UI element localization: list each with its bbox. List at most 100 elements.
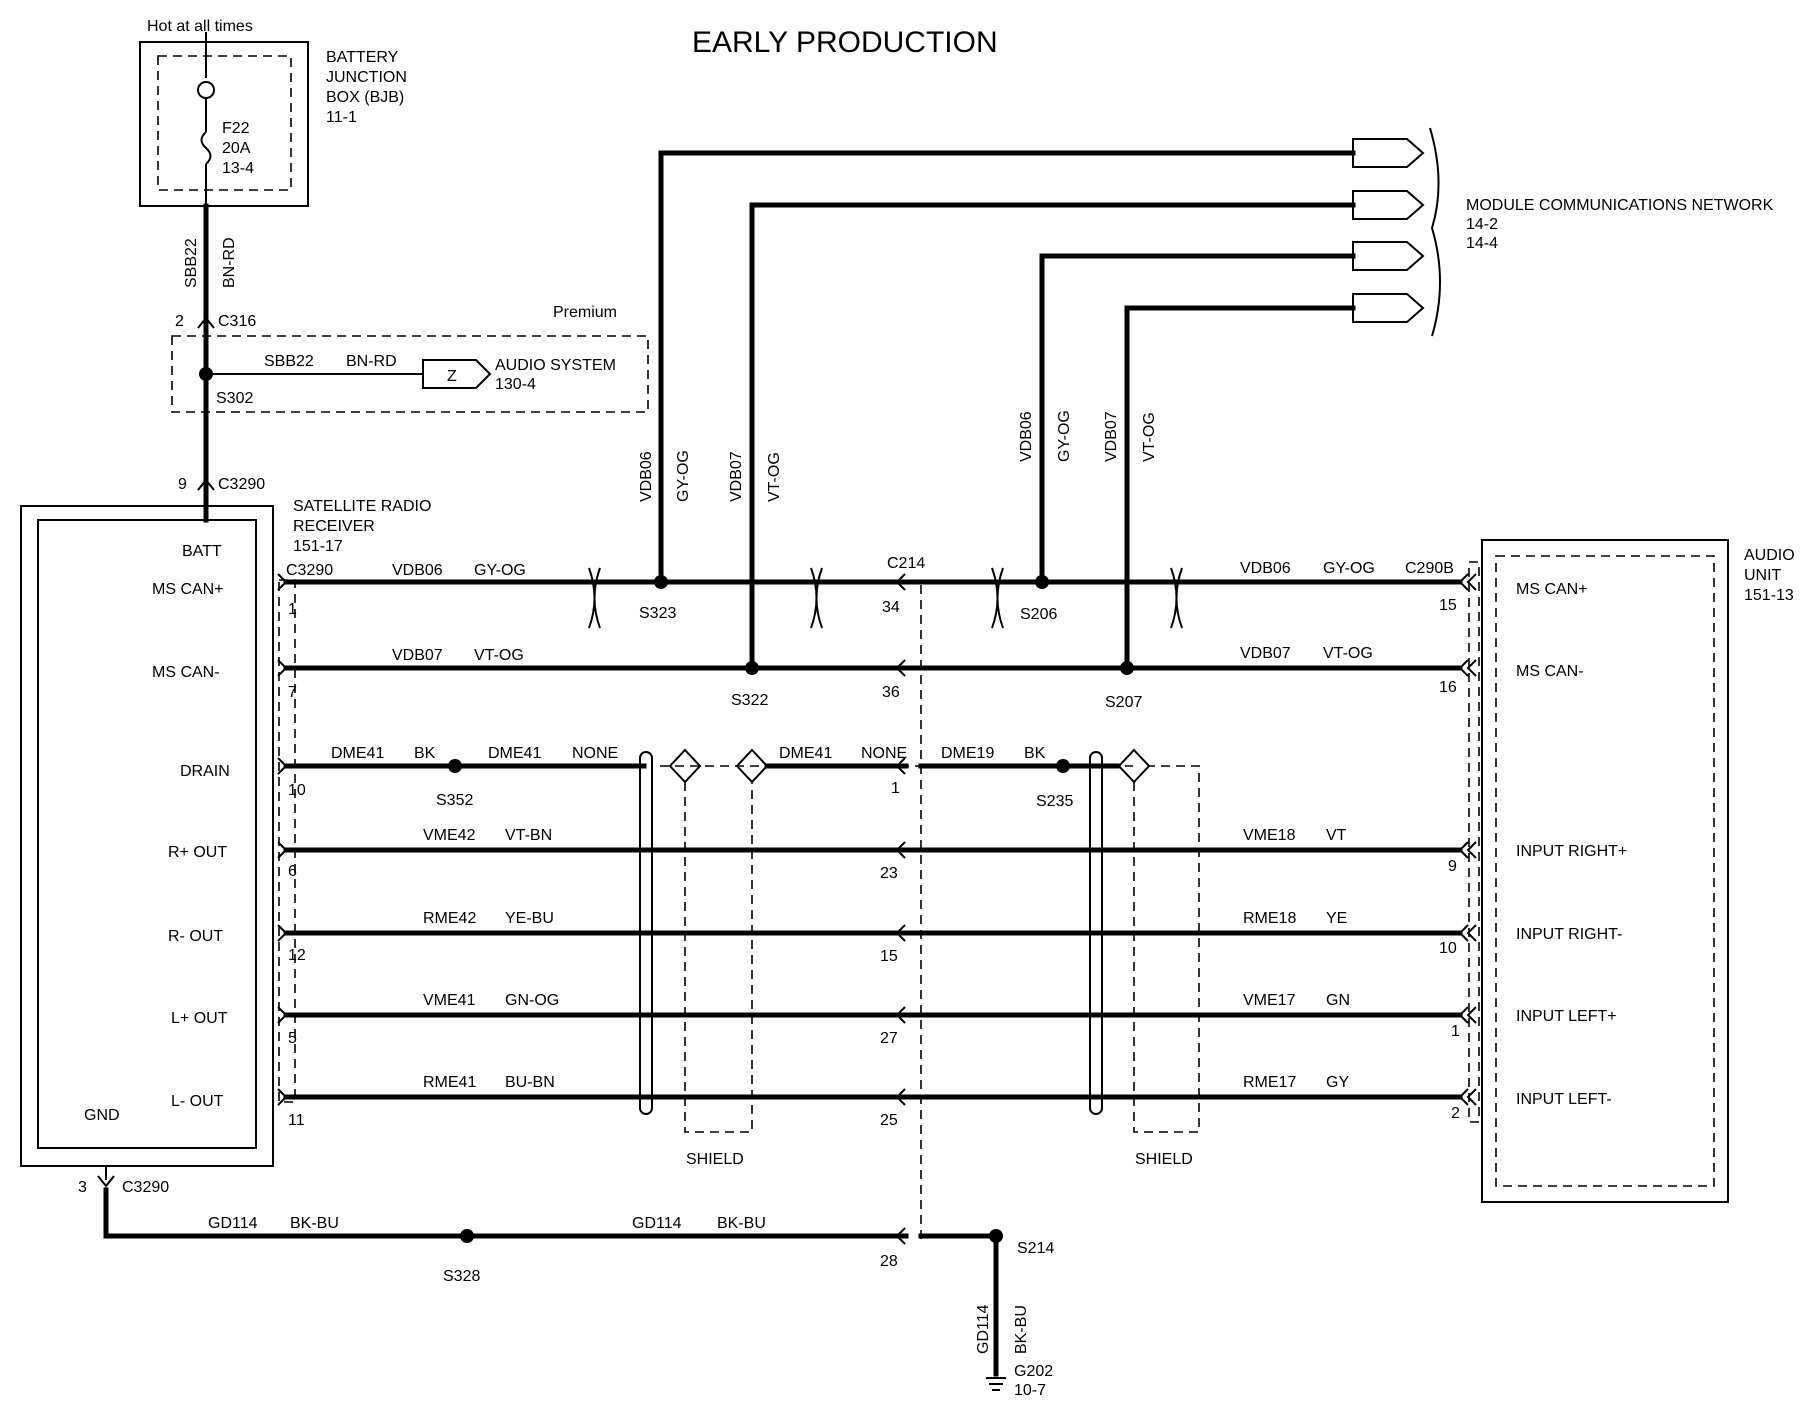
row3-shield-color: NONE [861,745,907,762]
net-vert-3-color: GY-OG [1056,410,1073,462]
g202-label: G202 [1014,1363,1053,1380]
s323-splice [654,575,668,589]
premium-label: Premium [553,304,617,321]
satellite-receiver-inner [37,519,257,1149]
audio-pin-input-right-plus: INPUT RIGHT+ [1516,843,1627,860]
row7-c214-pin: 25 [880,1112,898,1129]
shield-left-box [684,782,753,1133]
premium-branch-color: BN-RD [346,353,397,370]
c3290-gnd-connector-icon [97,1175,115,1188]
ground-wire [103,1187,909,1239]
audio-unit-title-1: AUDIO [1744,547,1795,564]
satellite-receiver-outer [20,505,274,1167]
row3-right-circuit: DME19 [941,745,994,762]
row2-splice-left: S322 [731,692,768,709]
gnd-connector: C3290 [122,1179,169,1196]
c214-arrow [895,924,906,942]
net-connector-1-icon [1352,138,1425,168]
row5-right-circuit: RME18 [1243,910,1296,927]
row5-left-circuit: RME42 [423,910,476,927]
row-mscan-minus: VDB07 VT-OG S322 36 S207 VDB07 VT-OG [277,645,1477,711]
row-mscan-plus: VDB06 GY-OG S323 34 S206 VDB06 GY-OG [277,560,1477,629]
row3-left-circuit: DME41 [331,745,384,762]
row4-c214-pin: 23 [880,865,898,882]
gnd-vert-circuit: GD114 [975,1304,992,1354]
row4-left-color: VT-BN [505,827,552,844]
net-vert-4-circuit: VDB07 [1103,411,1120,462]
gnd-splice-s214: S214 [1017,1240,1054,1257]
satellite-title-2: RECEIVER [293,518,375,535]
row-l-minus: RME41 BU-BN 25 RME17 GY [277,1074,1477,1129]
row6-c214-pin: 27 [880,1030,898,1047]
net-vert-2-circuit: VDB07 [728,451,745,502]
net-connector-4-icon [1352,293,1425,323]
audio-connector-arrow [1458,841,1477,859]
twist-icon [1170,567,1183,629]
fuse-label-3: 13-4 [222,160,254,177]
gnd-pin: 3 [78,1179,87,1196]
audio-pin-input-right-minus: INPUT RIGHT- [1516,926,1622,943]
c316-pin: 2 [175,313,184,330]
row1-splice-right: S206 [1020,606,1057,623]
gnd-vert-color: BK-BU [1013,1305,1030,1354]
satellite-title-1: SATELLITE RADIO [293,498,431,515]
row-l-plus: VME41 GN-OG 27 VME17 GN [277,992,1477,1047]
row3-splice-left: S352 [436,792,473,809]
shield-right-icon [1089,751,1103,1115]
net-vert-2-color: VT-OG [766,452,783,502]
row3-c214-pin: 1 [891,780,900,797]
c214-arrow [895,1088,906,1106]
row6-right-circuit: VME17 [1243,992,1296,1009]
audio-unit-title-2: UNIT [1744,567,1782,584]
row1-right-color: GY-OG [1323,560,1375,577]
row-r-minus: RME42 YE-BU 15 RME18 YE [277,910,1477,965]
audio-connector-arrow [1458,573,1477,591]
row3-left-color: BK [414,745,436,762]
audio-unit-inner [1495,555,1715,1187]
gnd-color: BK-BU [290,1215,339,1232]
sat-pin-l-minus: L- OUT [171,1093,224,1110]
net-connector-2-icon [1352,190,1425,220]
row-r-plus: VME42 VT-BN 23 VME18 VT [277,827,1477,882]
audio-system-label: AUDIO SYSTEM [495,357,616,374]
row2-right-color: VT-OG [1323,645,1373,662]
twist-icon [588,567,601,629]
bjb-label-1: BATTERY [326,49,399,66]
audio-pin-num-1: 1 [1451,1023,1460,1040]
sat-connector-arrow [277,659,288,677]
row7-left-circuit: RME41 [423,1074,476,1091]
hot-at-all-times-label: Hot at all times [147,18,253,35]
audio-system-ref: 130-4 [495,376,536,393]
sat-pin-gnd: GND [84,1107,120,1124]
sat-connector-arrow [277,573,288,591]
row1-c214-pin: 34 [882,599,900,616]
s206-splice [1035,575,1049,589]
audio-pin-num-15: 15 [1439,597,1457,614]
c214-label: C214 [887,555,925,572]
gnd-circuit: GD114 [208,1215,258,1232]
c3290-batt-connector-icon [197,478,215,491]
row1-left-color: GY-OG [474,562,526,579]
s328-splice [460,1229,474,1243]
ground-symbol-icon [986,1377,1006,1391]
network-label-2: 14-2 [1466,216,1498,233]
sat-pin-r-plus: R+ OUT [168,844,227,861]
net-wire-3 [1039,253,1356,585]
audio-pin-mscan-minus: MS CAN- [1516,663,1584,680]
row4-right-circuit: VME18 [1243,827,1296,844]
power-wire-circuit: SBB22 [183,238,200,288]
fuse-icon [200,131,212,165]
power-wire-color: BN-RD [221,237,238,288]
s302-label: S302 [216,390,253,407]
c316-connector-icon [197,316,215,329]
row2-right-circuit: VDB07 [1240,645,1291,662]
s235-splice [1056,759,1070,773]
c3290-batt-pin: 9 [178,476,187,493]
shield-right-label: SHIELD [1135,1151,1193,1168]
sat-connector-arrow [277,1006,288,1024]
satellite-title-3: 151-17 [293,538,343,555]
row6-right-color: GN [1326,992,1350,1009]
sat-pin-mscan-plus: MS CAN+ [152,581,224,598]
row3-mid-color: NONE [572,745,618,762]
gnd-splice-s328: S328 [443,1268,480,1285]
